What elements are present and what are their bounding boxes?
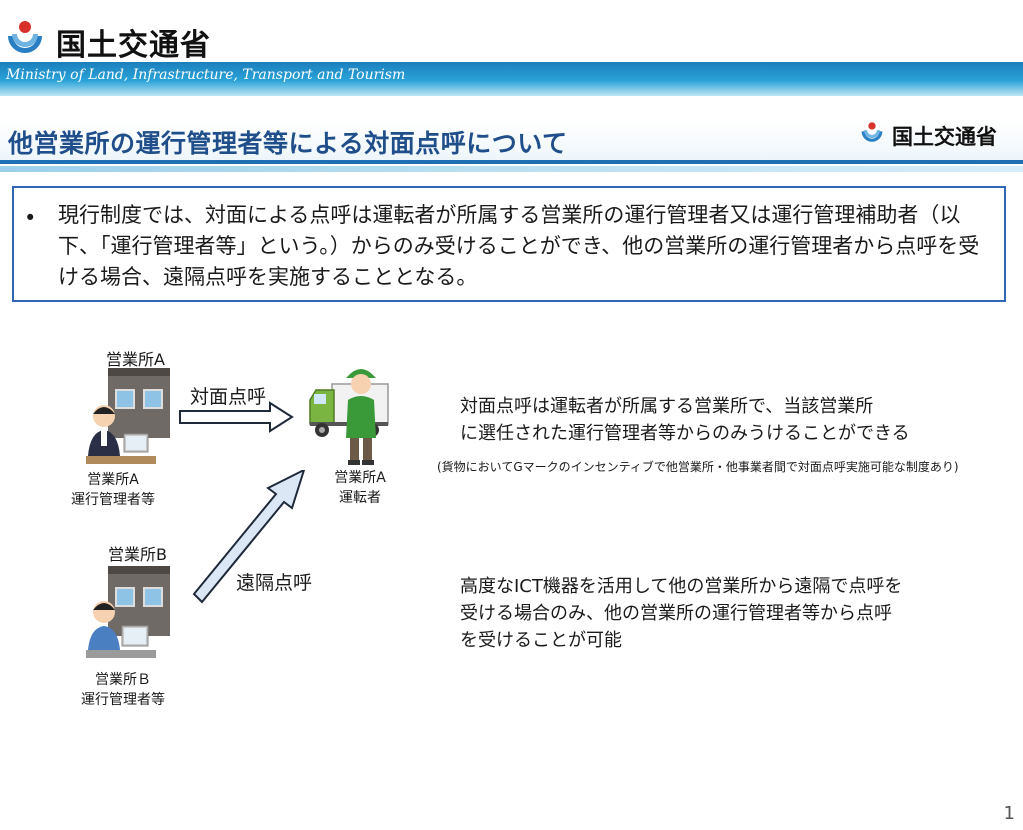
office-worker-icon [86,405,156,464]
mlit-logo-small-icon [861,122,883,142]
title-organization-name: 国土交通省 [892,125,997,149]
title-underline-gradient [0,166,1023,172]
title-bar [0,120,1023,160]
slide-title: 他営業所の運行管理者等による対面点呼について [8,129,568,158]
remote-explanation: 高度なICT機器を活用して他の営業所から遠隔で点呼を 受ける場合のみ、他の営業所… [460,576,903,651]
face-to-face-arrow-label: 対面点呼 [190,386,267,408]
office-a-manager-label: 営業所A 運行管理者等 [71,472,155,508]
summary-box [12,186,1006,302]
office-building-icon [108,566,170,636]
remote-arrow-label: 遠隔点呼 [236,572,313,594]
header-band [0,62,1023,96]
organization-english-name: Ministry of Land, Infrastructure, Transp… [6,67,406,83]
face-to-face-note: (貨物においてGマークのインセンティブで他営業所・他事業者間で対面点呼実施可能な… [437,460,959,474]
page-number: 1 [1003,803,1015,824]
title-underline [0,160,1023,164]
office-b-title: 営業所B [108,545,167,564]
arrow-right-icon [179,401,294,433]
face-to-face-explanation: 対面点呼は運転者が所属する営業所で、当該営業所 に選任された運行管理者等からのみ… [460,396,910,444]
organization-name: 国土交通省 [56,28,211,63]
office-a-title: 営業所A [106,350,165,369]
bullet-marker: • [24,206,37,230]
office-building-icon [108,368,170,438]
arrow-diagonal-icon [192,470,306,604]
office-worker-icon [86,601,156,658]
summary-text: 現行制度では、対面による点呼は運転者が所属する営業所の運行管理者又は運行管理補助… [58,203,980,289]
mlit-logo-icon [5,17,45,57]
office-b-manager-label: 営業所Ｂ 運行管理者等 [81,672,165,708]
driver-label: 営業所A 運転者 [334,470,386,506]
driver-icon [346,369,376,465]
